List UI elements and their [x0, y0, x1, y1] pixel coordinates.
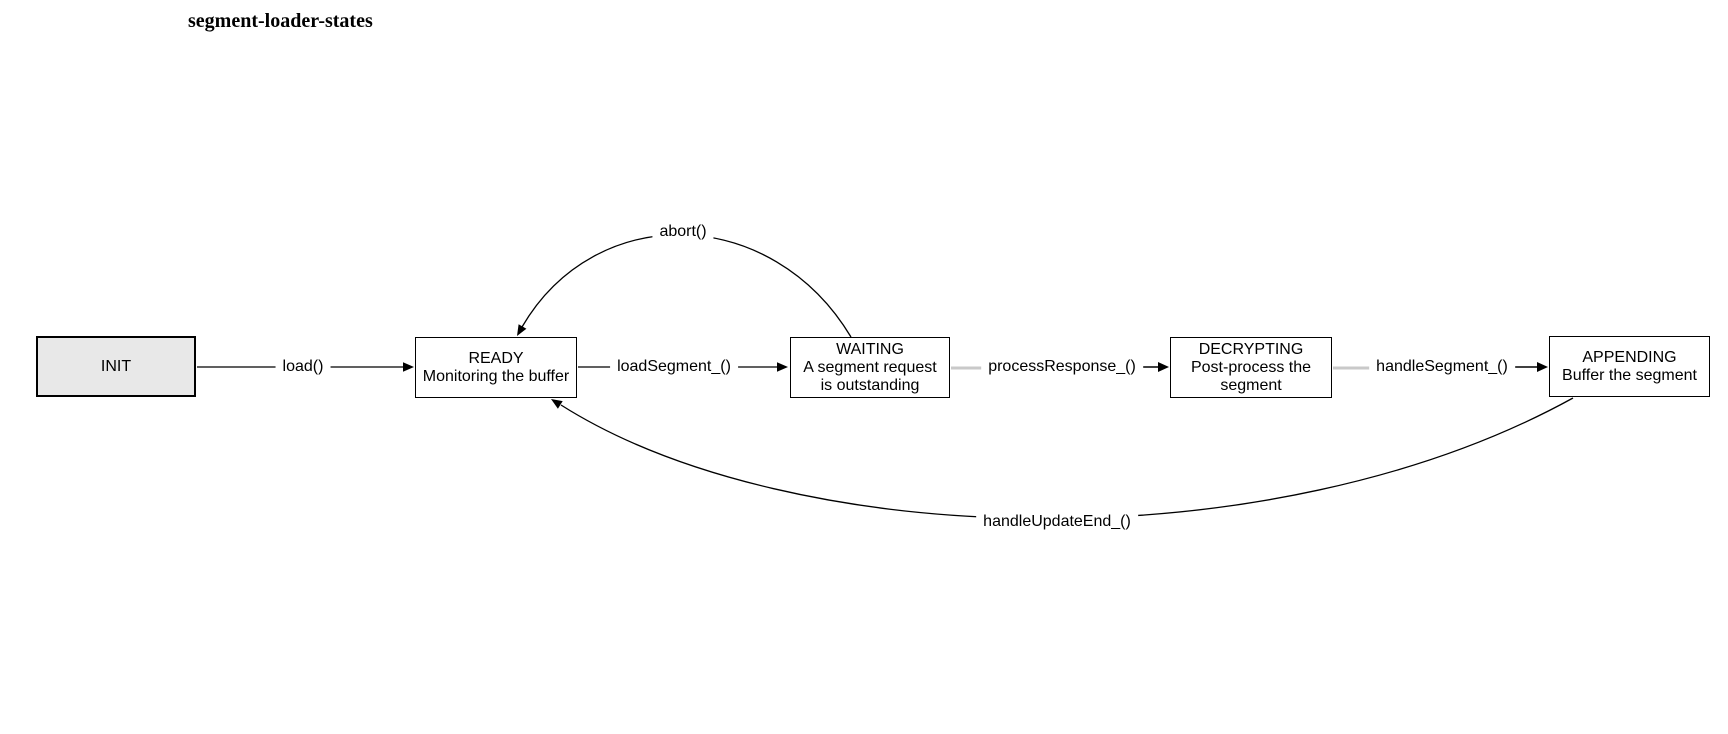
state-box-appending: APPENDING Buffer the segment: [1549, 336, 1710, 397]
state-name: APPENDING: [1582, 348, 1677, 366]
diagram-title: segment-loader-states: [188, 10, 373, 32]
state-name: INIT: [100, 357, 132, 375]
state-name: DECRYPTING: [1198, 340, 1304, 358]
state-description: segment: [1220, 376, 1282, 394]
edge-loadsegment-arrowhead-icon: [777, 362, 788, 372]
edge-label-abort: abort(): [652, 221, 714, 243]
edge-handlesegment-arrowhead-icon: [1537, 362, 1548, 372]
state-description: is outstanding: [820, 376, 920, 394]
state-name: WAITING: [836, 340, 904, 358]
edge-label-handleupdateend: handleUpdateEnd_(): [976, 511, 1138, 533]
edge-label-processresponse: processResponse_(): [981, 356, 1143, 378]
state-description: A segment request: [803, 358, 937, 376]
state-box-waiting: WAITING A segment request is outstanding: [790, 337, 950, 398]
edge-processresponse-arrowhead-icon: [1158, 362, 1169, 372]
edge-label-load: load(): [275, 356, 331, 378]
edge-abort-curve: [521, 234, 852, 338]
state-box-init: INIT: [36, 336, 196, 397]
edge-label-handlesegment: handleSegment_(): [1369, 356, 1515, 378]
edge-load-arrowhead-icon: [403, 362, 414, 372]
edge-abort-arrowhead-icon: [517, 324, 527, 336]
state-box-decrypting: DECRYPTING Post-process the segment: [1170, 337, 1332, 398]
state-box-ready: READY Monitoring the buffer: [415, 337, 577, 398]
edge-handleupdateend-arrowhead-icon: [551, 399, 563, 409]
edge-handleupdateend-curve: [560, 397, 1574, 520]
state-name: READY: [468, 349, 524, 367]
state-description: Post-process the: [1190, 358, 1312, 376]
state-description: Monitoring the buffer: [422, 367, 570, 385]
state-description: Buffer the segment: [1562, 366, 1697, 384]
edge-label-loadsegment: loadSegment_(): [610, 356, 738, 378]
